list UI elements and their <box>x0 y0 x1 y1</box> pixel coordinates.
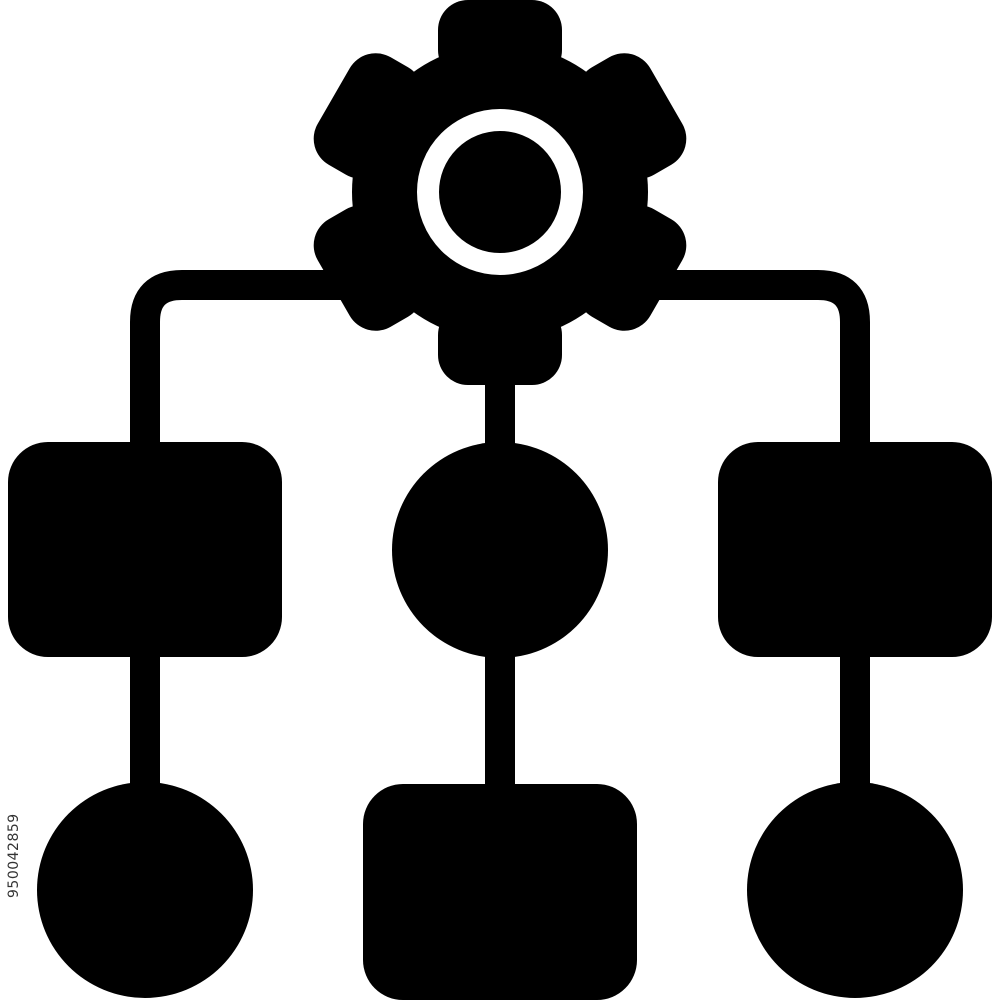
connector-right <box>650 270 870 445</box>
rounded-square-node-bottom <box>363 784 637 1000</box>
rounded-square-node-left <box>8 442 282 657</box>
rounded-square-node-right <box>718 442 992 657</box>
circle-node-center <box>392 442 608 658</box>
stock-id-label: 950042859 <box>6 813 22 898</box>
gear-ring <box>417 109 583 275</box>
circle-node-left <box>37 782 253 998</box>
gear-icon <box>313 0 687 385</box>
connector-left <box>130 270 350 445</box>
circle-node-right <box>747 782 963 998</box>
gear-hub <box>446 138 554 246</box>
